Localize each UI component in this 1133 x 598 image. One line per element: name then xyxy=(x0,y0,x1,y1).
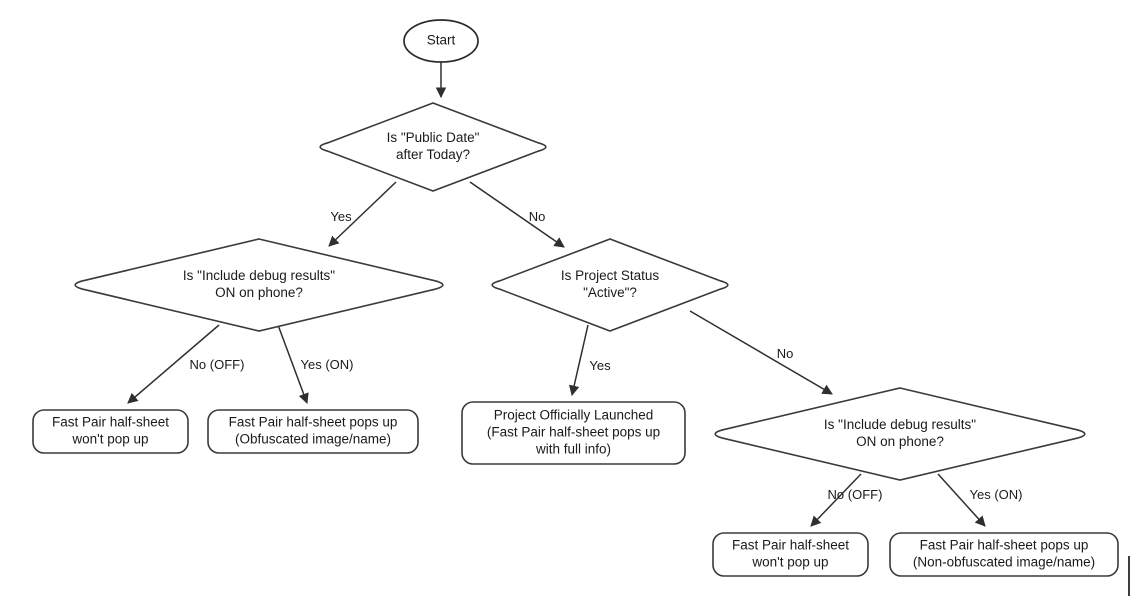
edge-debug-right-yes: Yes (ON) xyxy=(937,473,1023,527)
project-status-decision-line-0: Is Project Status xyxy=(561,268,660,283)
fast-pair-non-obfuscated-line-1: (Non-obfuscated image/name) xyxy=(913,555,1095,570)
edge-public-date-yes: Yes xyxy=(328,181,397,247)
edge-project-status-no-line xyxy=(689,310,833,395)
edge-debug-left-yes-label: Yes (ON) xyxy=(301,357,354,372)
fast-pair-obfuscated-line-0: Fast Pair half-sheet pops up xyxy=(229,415,398,430)
fast-pair-wont-pop-up-right[interactable]: Fast Pair half-sheet won't pop up xyxy=(712,532,869,577)
edge-project-status-yes-line xyxy=(568,324,589,397)
project-status-decision[interactable]: Is Project Status "Active"? xyxy=(491,238,729,332)
project-officially-launched-line-0: Project Officially Launched xyxy=(494,408,654,423)
fast-pair-non-obfuscated-line-0: Fast Pair half-sheet pops up xyxy=(920,538,1089,553)
debug-results-left-decision[interactable]: Is "Include debug results" ON on phone? xyxy=(74,238,444,332)
nodes-layer: Start Is "Public Date" after Today? Is "Inc… xyxy=(32,19,1119,577)
fast-pair-wont-pop-up-left-line-0: Fast Pair half-sheet xyxy=(52,415,169,430)
fast-pair-wont-pop-up-right-line-1: won't pop up xyxy=(751,555,828,570)
project-status-decision-shape xyxy=(491,238,729,332)
edge-debug-right-yes-label: Yes (ON) xyxy=(970,487,1023,502)
debug-results-right-decision-shape xyxy=(714,387,1086,481)
fast-pair-wont-pop-up-right-line-0: Fast Pair half-sheet xyxy=(732,538,849,553)
edge-project-status-no: No xyxy=(689,310,833,395)
debug-results-left-decision-line-1: ON on phone? xyxy=(215,285,303,300)
edge-project-status-yes-label: Yes xyxy=(589,358,611,373)
debug-results-right-decision[interactable]: Is "Include debug results" ON on phone? xyxy=(714,387,1086,481)
fast-pair-non-obfuscated-shape xyxy=(889,532,1119,577)
edge-public-date-yes-label: Yes xyxy=(330,209,352,224)
edge-debug-left-no-label: No (OFF) xyxy=(190,357,245,372)
public-date-decision[interactable]: Is "Public Date" after Today? xyxy=(319,102,547,192)
debug-results-left-decision-line-0: Is "Include debug results" xyxy=(183,268,335,283)
start-line-0: Start xyxy=(427,33,456,48)
edge-project-status-no-label: No xyxy=(777,346,794,361)
fast-pair-wont-pop-up-left[interactable]: Fast Pair half-sheet won't pop up xyxy=(32,409,189,454)
edge-debug-left-no-line xyxy=(127,324,220,404)
edge-project-status-yes: Yes xyxy=(568,324,611,397)
fast-pair-wont-pop-up-left-line-1: won't pop up xyxy=(71,432,148,447)
edge-debug-right-no-label: No (OFF) xyxy=(828,487,883,502)
start-shape xyxy=(403,19,479,63)
project-officially-launched[interactable]: Project Officially Launched (Fast Pair ha… xyxy=(461,401,686,465)
debug-results-left-decision-shape xyxy=(74,238,444,332)
fast-pair-obfuscated[interactable]: Fast Pair half-sheet pops up (Obfuscated … xyxy=(207,409,419,454)
fast-pair-non-obfuscated[interactable]: Fast Pair half-sheet pops up (Non-obfusca… xyxy=(889,532,1119,577)
edge-public-date-no-label: No xyxy=(529,209,546,224)
public-date-decision-line-1: after Today? xyxy=(396,147,470,162)
project-status-decision-line-1: "Active"? xyxy=(583,285,637,300)
debug-results-right-decision-line-0: Is "Include debug results" xyxy=(824,417,976,432)
edge-public-date-no-line xyxy=(469,181,565,248)
edge-public-date-yes-line xyxy=(328,181,397,247)
public-date-decision-shape xyxy=(319,102,547,192)
public-date-decision-line-0: Is "Public Date" xyxy=(387,130,480,145)
edge-debug-left-yes-line xyxy=(277,324,309,404)
start[interactable]: Start xyxy=(403,19,479,63)
fast-pair-obfuscated-shape xyxy=(207,409,419,454)
fast-pair-obfuscated-line-1: (Obfuscated image/name) xyxy=(235,432,391,447)
project-officially-launched-shape xyxy=(461,401,686,465)
edge-debug-right-no: No (OFF) xyxy=(810,473,883,527)
fast-pair-wont-pop-up-right-shape xyxy=(712,532,869,577)
fast-pair-wont-pop-up-left-shape xyxy=(32,409,189,454)
project-officially-launched-line-1: (Fast Pair half-sheet pops up xyxy=(487,425,660,440)
debug-results-right-decision-line-1: ON on phone? xyxy=(856,434,944,449)
edge-public-date-no: No xyxy=(469,181,565,248)
project-officially-launched-line-2: with full info) xyxy=(535,442,611,457)
edge-debug-right-yes-line xyxy=(937,473,986,527)
edge-debug-right-no-line xyxy=(810,473,862,527)
edge-debug-left-yes: Yes (ON) xyxy=(277,324,354,404)
right-edge-artifact xyxy=(1128,556,1130,596)
edge-debug-left-no: No (OFF) xyxy=(127,324,245,404)
